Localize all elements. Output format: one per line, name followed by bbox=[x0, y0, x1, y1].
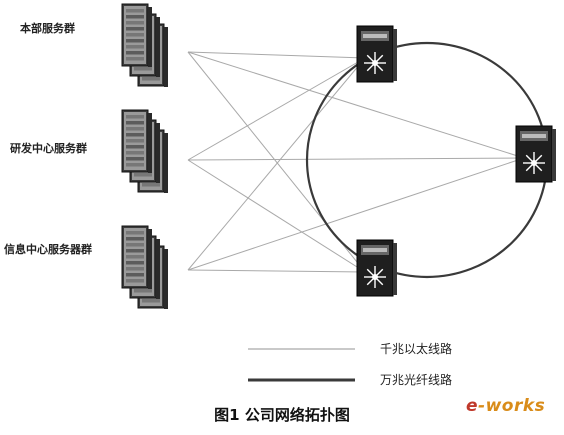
server-group-label-rd: 研发中心服务群 bbox=[10, 142, 87, 155]
legend-label-ten-gigabit: 万兆光纤线路 bbox=[380, 373, 453, 387]
ten-gigabit-ring bbox=[305, 41, 549, 279]
core-switch-right bbox=[515, 125, 556, 183]
eworks-logo: e-works bbox=[466, 396, 546, 416]
figure-caption: 图1 公司网络拓扑图 bbox=[214, 406, 350, 424]
legend-label-gigabit: 千兆以太线路 bbox=[380, 342, 453, 356]
gigabit-link-info-top bbox=[187, 57, 366, 271]
core-switch-bottom bbox=[356, 239, 397, 297]
server-rack-hq bbox=[121, 3, 168, 87]
server-rack-info bbox=[121, 225, 168, 309]
gigabit-link-hq-right bbox=[187, 51, 525, 159]
gigabit-link-rd-bottom bbox=[187, 159, 366, 273]
gigabit-link-hq-top bbox=[187, 51, 366, 59]
server-group-label-info: 信息中心服务器群 bbox=[4, 243, 92, 256]
gigabit-link-rd-right bbox=[187, 157, 525, 161]
core-switch-top bbox=[356, 25, 397, 83]
gigabit-link-info-bottom bbox=[187, 269, 366, 273]
server-group-label-hq: 本部服务群 bbox=[20, 22, 75, 35]
gigabit-links bbox=[187, 51, 525, 273]
gigabit-link-info-right bbox=[187, 157, 525, 271]
server-rack-rd bbox=[121, 109, 168, 193]
gigabit-link-rd-top bbox=[187, 57, 366, 161]
